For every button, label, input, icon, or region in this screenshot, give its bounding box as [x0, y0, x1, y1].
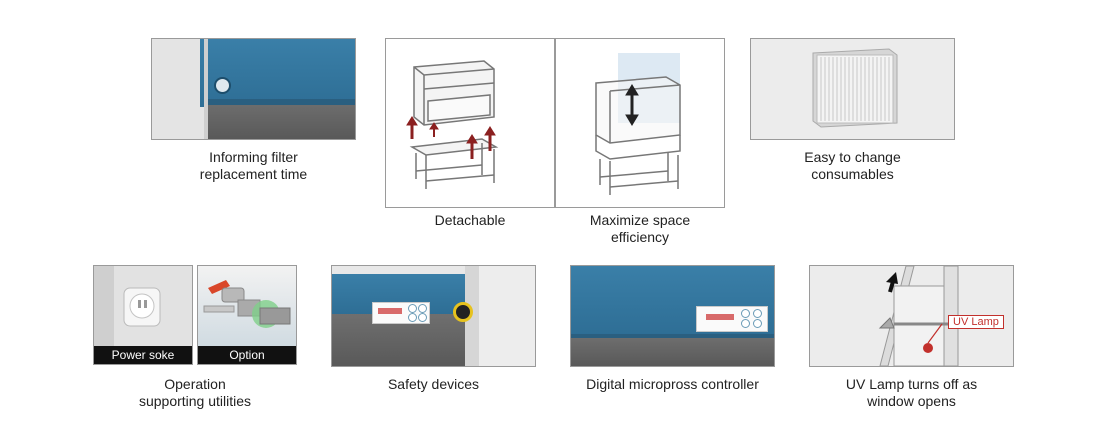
caption-line: Easy to change	[804, 149, 901, 165]
caption-line: Maximize space	[589, 212, 691, 228]
uv-lamp-image: UV Lamp	[809, 265, 1014, 367]
hepa-filter-image	[750, 38, 955, 140]
filter-cartridge-icon	[812, 48, 898, 128]
caption-line: Safety devices	[387, 376, 480, 392]
caption-line: Digital micropross controller	[586, 376, 759, 392]
caption-line: supporting utilities	[138, 393, 252, 409]
controller-image	[570, 265, 775, 367]
detachable-image	[385, 38, 555, 208]
caption-line: Detachable	[434, 212, 506, 228]
uv-lamp-tag: UV Lamp	[948, 315, 1004, 329]
power-socket-label: Power soke	[94, 346, 192, 364]
caption-line: Informing filter	[209, 149, 298, 165]
controller-display	[706, 314, 734, 320]
caption-line: replacement time	[199, 166, 308, 182]
option-label: Option	[198, 346, 296, 364]
display-window	[378, 308, 402, 314]
socket-icon	[123, 287, 161, 327]
indicator-lamp-icon	[214, 77, 231, 94]
caption-line: efficiency	[610, 229, 670, 245]
caption-line: consumables	[811, 166, 894, 182]
safety-devices-image	[331, 265, 536, 367]
valve-icon	[203, 280, 291, 328]
caption-line: window opens	[867, 393, 956, 409]
emergency-stop-icon	[453, 302, 473, 322]
caption-line: UV Lamp turns off as	[845, 376, 978, 392]
cabinet-sash-icon	[595, 53, 681, 195]
cabinet-exploded-icon	[406, 60, 499, 189]
filter-indicator-image	[151, 38, 356, 140]
caption-line: Operation	[164, 376, 226, 392]
gas-valve-image: Option	[197, 265, 297, 365]
power-socket-image: Power soke	[93, 265, 193, 365]
space-efficiency-image	[555, 38, 725, 208]
